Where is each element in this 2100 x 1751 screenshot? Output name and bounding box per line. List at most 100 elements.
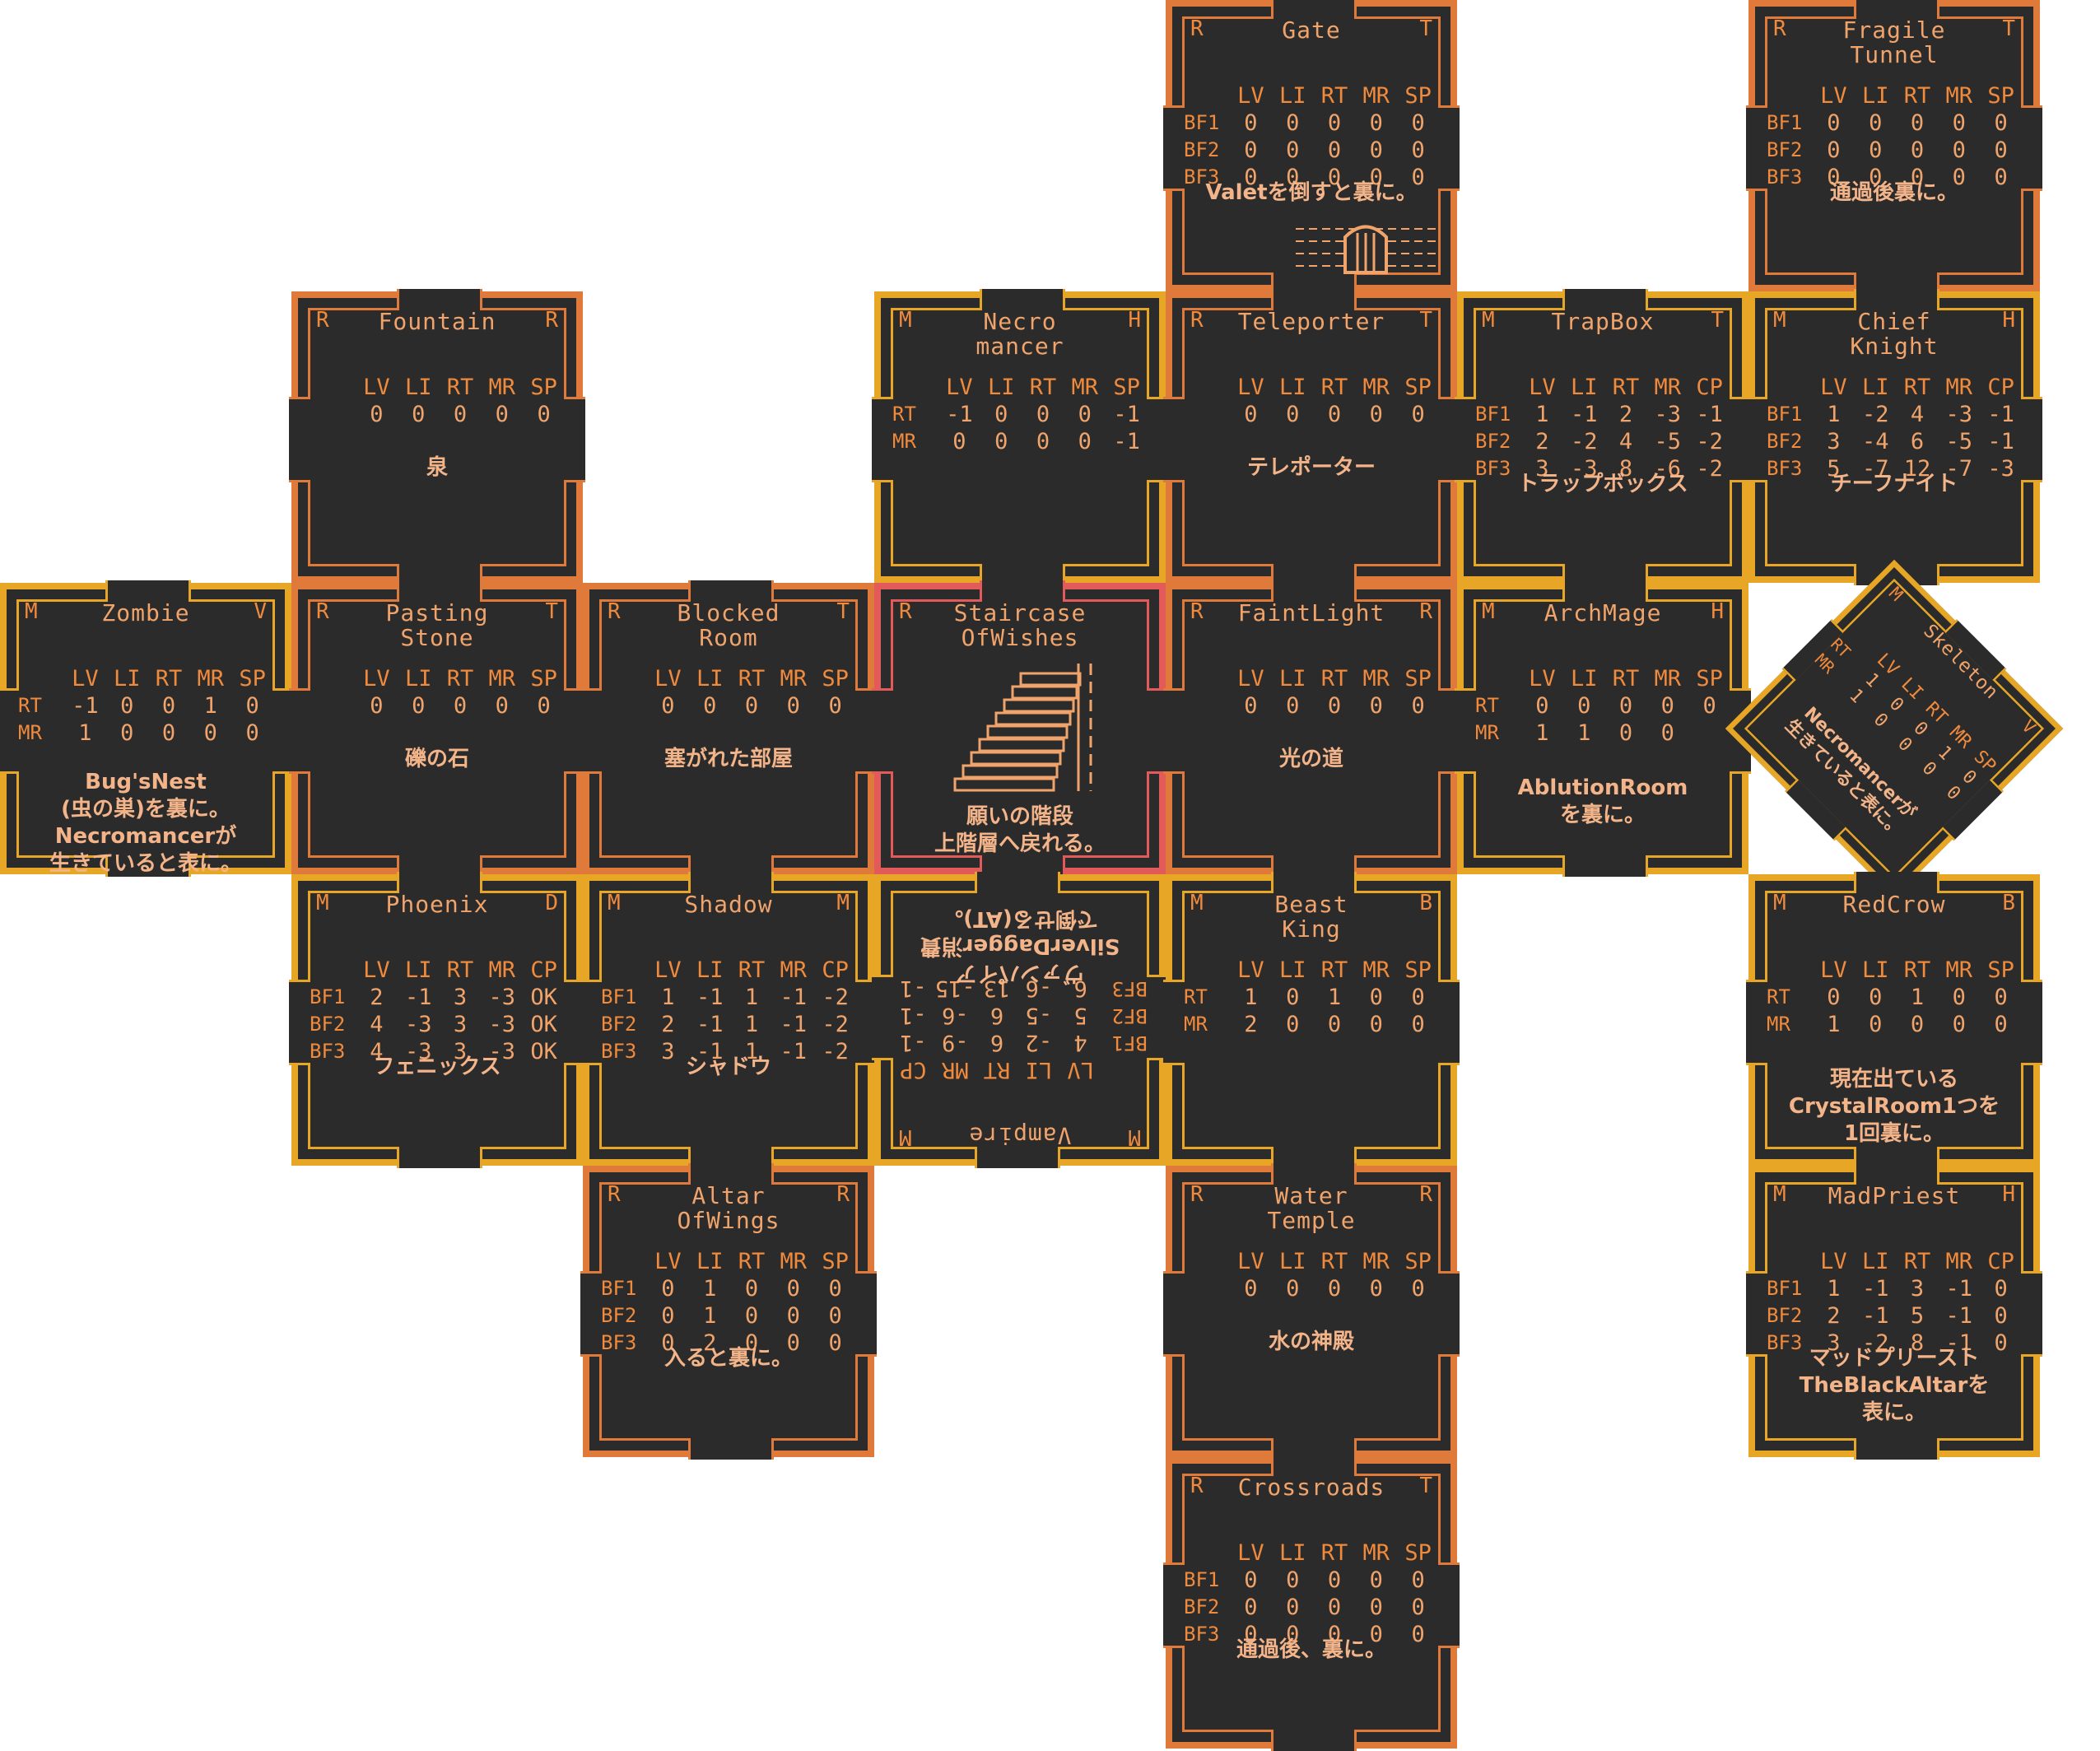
stat-cell: 0 bbox=[1369, 1595, 1383, 1620]
stat-header: LI bbox=[1570, 666, 1598, 692]
stat-header: LV bbox=[654, 666, 682, 692]
room-title: Zombie bbox=[101, 599, 190, 626]
stat-header: RT bbox=[1320, 957, 1348, 983]
stat-cell: 0 bbox=[1952, 137, 1966, 163]
stat-cell: 0 bbox=[1327, 137, 1342, 163]
stat-row-label: BF3 bbox=[1767, 1331, 1803, 1354]
room-title: Blocked Room bbox=[677, 599, 780, 651]
room-title: FaintLight bbox=[1237, 599, 1385, 626]
stat-cell: -1 bbox=[696, 985, 724, 1010]
stat-cell: 0 bbox=[994, 429, 1008, 454]
stat-header: LV bbox=[1237, 1249, 1264, 1274]
door-notch-left bbox=[580, 688, 602, 774]
stat-cell: 0 bbox=[1952, 985, 1966, 1010]
corner-code-right: B bbox=[1419, 891, 1432, 915]
door-notch-right bbox=[1438, 105, 1460, 191]
door-notch-top bbox=[1271, 0, 1357, 19]
stat-cell: -1 bbox=[1113, 402, 1140, 427]
corner-code-right: T bbox=[2002, 16, 2015, 41]
stat-cell: 0 bbox=[1327, 402, 1342, 427]
stat-cell: 0 bbox=[1327, 110, 1342, 136]
stat-header: LI bbox=[1025, 1057, 1053, 1083]
room-note: テレポーター bbox=[1246, 455, 1376, 480]
stat-header: RT bbox=[1903, 375, 1931, 400]
stat-header: LI bbox=[404, 375, 432, 400]
stat-header: MR bbox=[488, 375, 516, 400]
stat-header: LV bbox=[654, 1249, 682, 1274]
stat-cell: 0 bbox=[1994, 110, 2008, 136]
stat-header: CP bbox=[530, 957, 557, 983]
stat-row-label: BF1 bbox=[1767, 403, 1803, 426]
stat-cell: 0 bbox=[661, 693, 675, 719]
stat-header: LV bbox=[1529, 666, 1556, 692]
door-notch-left bbox=[1163, 1562, 1185, 1648]
corner-code-right: M bbox=[836, 891, 850, 915]
stat-row-label: MR bbox=[18, 721, 42, 744]
room-title: TrapBox bbox=[1551, 308, 1655, 335]
room-note: 塞がれた部屋 bbox=[664, 747, 793, 771]
stat-row-label bbox=[310, 401, 356, 428]
stat-cell: 0 bbox=[1244, 1595, 1258, 1620]
stat-cell: 0 bbox=[1327, 1567, 1342, 1593]
stat-cell: 6 bbox=[989, 1030, 1004, 1055]
stat-row-label: BF1 bbox=[1111, 1032, 1148, 1055]
stat-cell: 3 bbox=[1827, 1330, 1841, 1356]
stat-cell: 2 bbox=[1618, 402, 1633, 427]
room-note: 願いの階段 上階層へ戻れる。 bbox=[934, 804, 1106, 856]
stat-header: RT bbox=[446, 666, 474, 692]
stat-cell: 0 bbox=[1411, 1622, 1425, 1647]
stat-cell: -1 bbox=[72, 693, 99, 719]
stat-cell: 4 bbox=[370, 1012, 384, 1037]
door-notch-left bbox=[1163, 980, 1185, 1065]
stat-row-label: BF2 bbox=[601, 1304, 637, 1327]
stat-header: RT bbox=[738, 666, 766, 692]
room-note: AblutionRoom を裏に。 bbox=[1517, 775, 1688, 827]
stat-header: LV bbox=[363, 666, 390, 692]
stat-cell: 0 bbox=[1994, 165, 2008, 190]
stat-row-label: BF1 bbox=[1184, 111, 1220, 134]
stat-header: LI bbox=[1278, 957, 1306, 983]
stat-cell: 0 bbox=[661, 1330, 675, 1356]
stat-cell: 0 bbox=[245, 693, 259, 719]
stat-cell: 1 bbox=[1535, 402, 1549, 427]
stat-cell: 0 bbox=[1244, 110, 1258, 136]
stat-cell: 0 bbox=[1618, 720, 1633, 746]
stat-cell: -6 bbox=[1654, 456, 1682, 482]
stat-row-label: BF2 bbox=[601, 1013, 637, 1036]
stat-row-label: BF1 bbox=[310, 985, 346, 1008]
stat-header-blank bbox=[1184, 82, 1230, 109]
stat-header: LV bbox=[363, 375, 390, 400]
stat-cell: -2 bbox=[1570, 429, 1598, 454]
stat-header: RT bbox=[446, 375, 474, 400]
stat-cell: 1 bbox=[1910, 985, 1925, 1010]
gate-door-icon bbox=[1296, 225, 1436, 274]
door-notch-bottom bbox=[1271, 1730, 1357, 1751]
stat-cell: 1 bbox=[1535, 720, 1549, 746]
stat-cell: -6 bbox=[941, 1003, 969, 1028]
stat-row-label: BF2 bbox=[1475, 430, 1511, 453]
